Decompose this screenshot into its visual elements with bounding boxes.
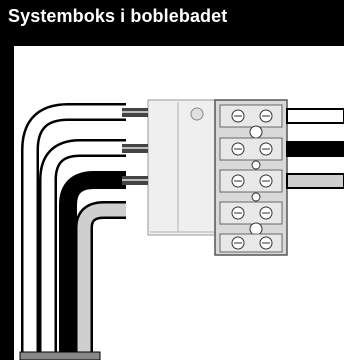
cable-grey xyxy=(75,201,126,360)
terminal-row-4 xyxy=(219,201,283,225)
panel-screw-icon xyxy=(190,107,204,121)
cable-white xyxy=(21,103,148,360)
left-border xyxy=(0,46,14,360)
mounting-panel xyxy=(147,99,224,236)
base-plate xyxy=(19,351,101,360)
outgoing-wire-black xyxy=(286,141,344,157)
terminal-row-2 xyxy=(219,137,283,161)
terminal-row-1 xyxy=(219,104,283,128)
cable-black xyxy=(39,139,148,360)
terminal-row-3 xyxy=(219,169,283,193)
terminal-row-5 xyxy=(219,233,283,253)
outgoing-wire-white xyxy=(286,108,344,124)
terminal-block xyxy=(214,99,288,256)
cable-black-inner xyxy=(59,171,148,360)
outgoing-wire-grey xyxy=(286,173,344,189)
bridge-screw-icon xyxy=(249,125,263,139)
bridge-screw-icon-2 xyxy=(249,222,263,236)
wiring-diagram xyxy=(19,99,344,360)
page-title: Systemboks i boblebadet xyxy=(8,6,228,26)
title-bar: Systemboks i boblebadet xyxy=(0,0,344,46)
